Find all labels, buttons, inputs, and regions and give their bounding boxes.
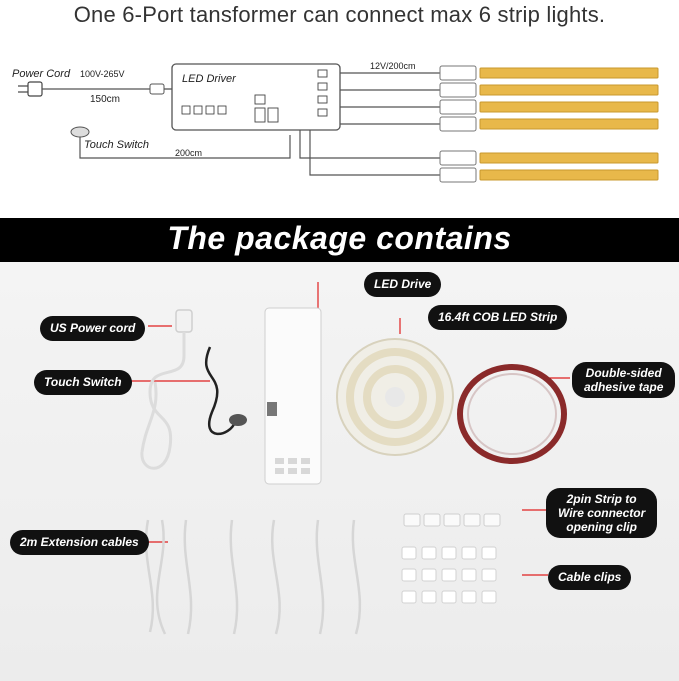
label-extension-cables: 2m Extension cables: [10, 530, 149, 555]
voltage-label: 100V-265V: [80, 69, 125, 79]
package-banner: The package contains: [0, 218, 679, 262]
label-connector-clip: 2pin Strip to Wire connector opening cli…: [546, 488, 658, 538]
connector-clips-photo: [403, 513, 501, 527]
output-label: 12V/200cm: [370, 61, 416, 71]
label-connector-line3: opening clip: [566, 520, 637, 534]
label-connector-line1: 2pin Strip to: [566, 492, 637, 506]
wiring-diagram: Power Cord 100V-265V 150cm LED Driver: [12, 61, 659, 183]
us-power-cord-photo: [140, 309, 193, 470]
label-touch-switch: Touch Switch: [34, 370, 132, 395]
switch-cable-label: 200cm: [175, 148, 202, 158]
adhesive-tape-photo: [457, 364, 567, 464]
label-adhesive-tape: Double-sided adhesive tape: [572, 362, 676, 398]
package-title: The package contains: [167, 220, 512, 256]
cord-length-label: 150cm: [90, 94, 120, 105]
label-us-power-cord: US Power cord: [40, 316, 146, 341]
label-adhesive-tape-line2: adhesive tape: [584, 380, 664, 394]
cable-clips-photo: [401, 546, 497, 604]
touch-switch-label: Touch Switch: [84, 139, 149, 151]
led-driver-photo: [264, 307, 322, 485]
label-cob-strip: 16.4ft COB LED Strip: [428, 305, 568, 330]
led-strip-reel-photo: [336, 338, 454, 456]
touch-switch-photo: [204, 346, 247, 436]
package-illustration: [130, 282, 570, 635]
label-led-drive: LED Drive: [364, 272, 442, 297]
label-adhesive-tape-line1: Double-sided: [585, 366, 662, 380]
cord-connector-icon: [149, 83, 172, 95]
led-strips: [479, 67, 659, 181]
power-cord-label: Power Cord: [12, 68, 71, 80]
certification-icons: [181, 105, 227, 115]
led-driver-box: LED Driver: [171, 63, 341, 131]
led-driver-label: LED Driver: [182, 73, 237, 85]
output-wires: [299, 72, 440, 176]
power-plug-icon: [18, 81, 43, 97]
label-connector-line2: Wire connector: [558, 506, 646, 520]
label-cable-clips: Cable clips: [548, 565, 632, 590]
strip-connectors: [439, 65, 477, 183]
extension-cables-photo: [144, 519, 362, 635]
headline: One 6-Port tansformer can connect max 6 …: [73, 2, 606, 27]
touch-switch-icon: [70, 126, 291, 159]
driver-ports: [254, 69, 328, 123]
